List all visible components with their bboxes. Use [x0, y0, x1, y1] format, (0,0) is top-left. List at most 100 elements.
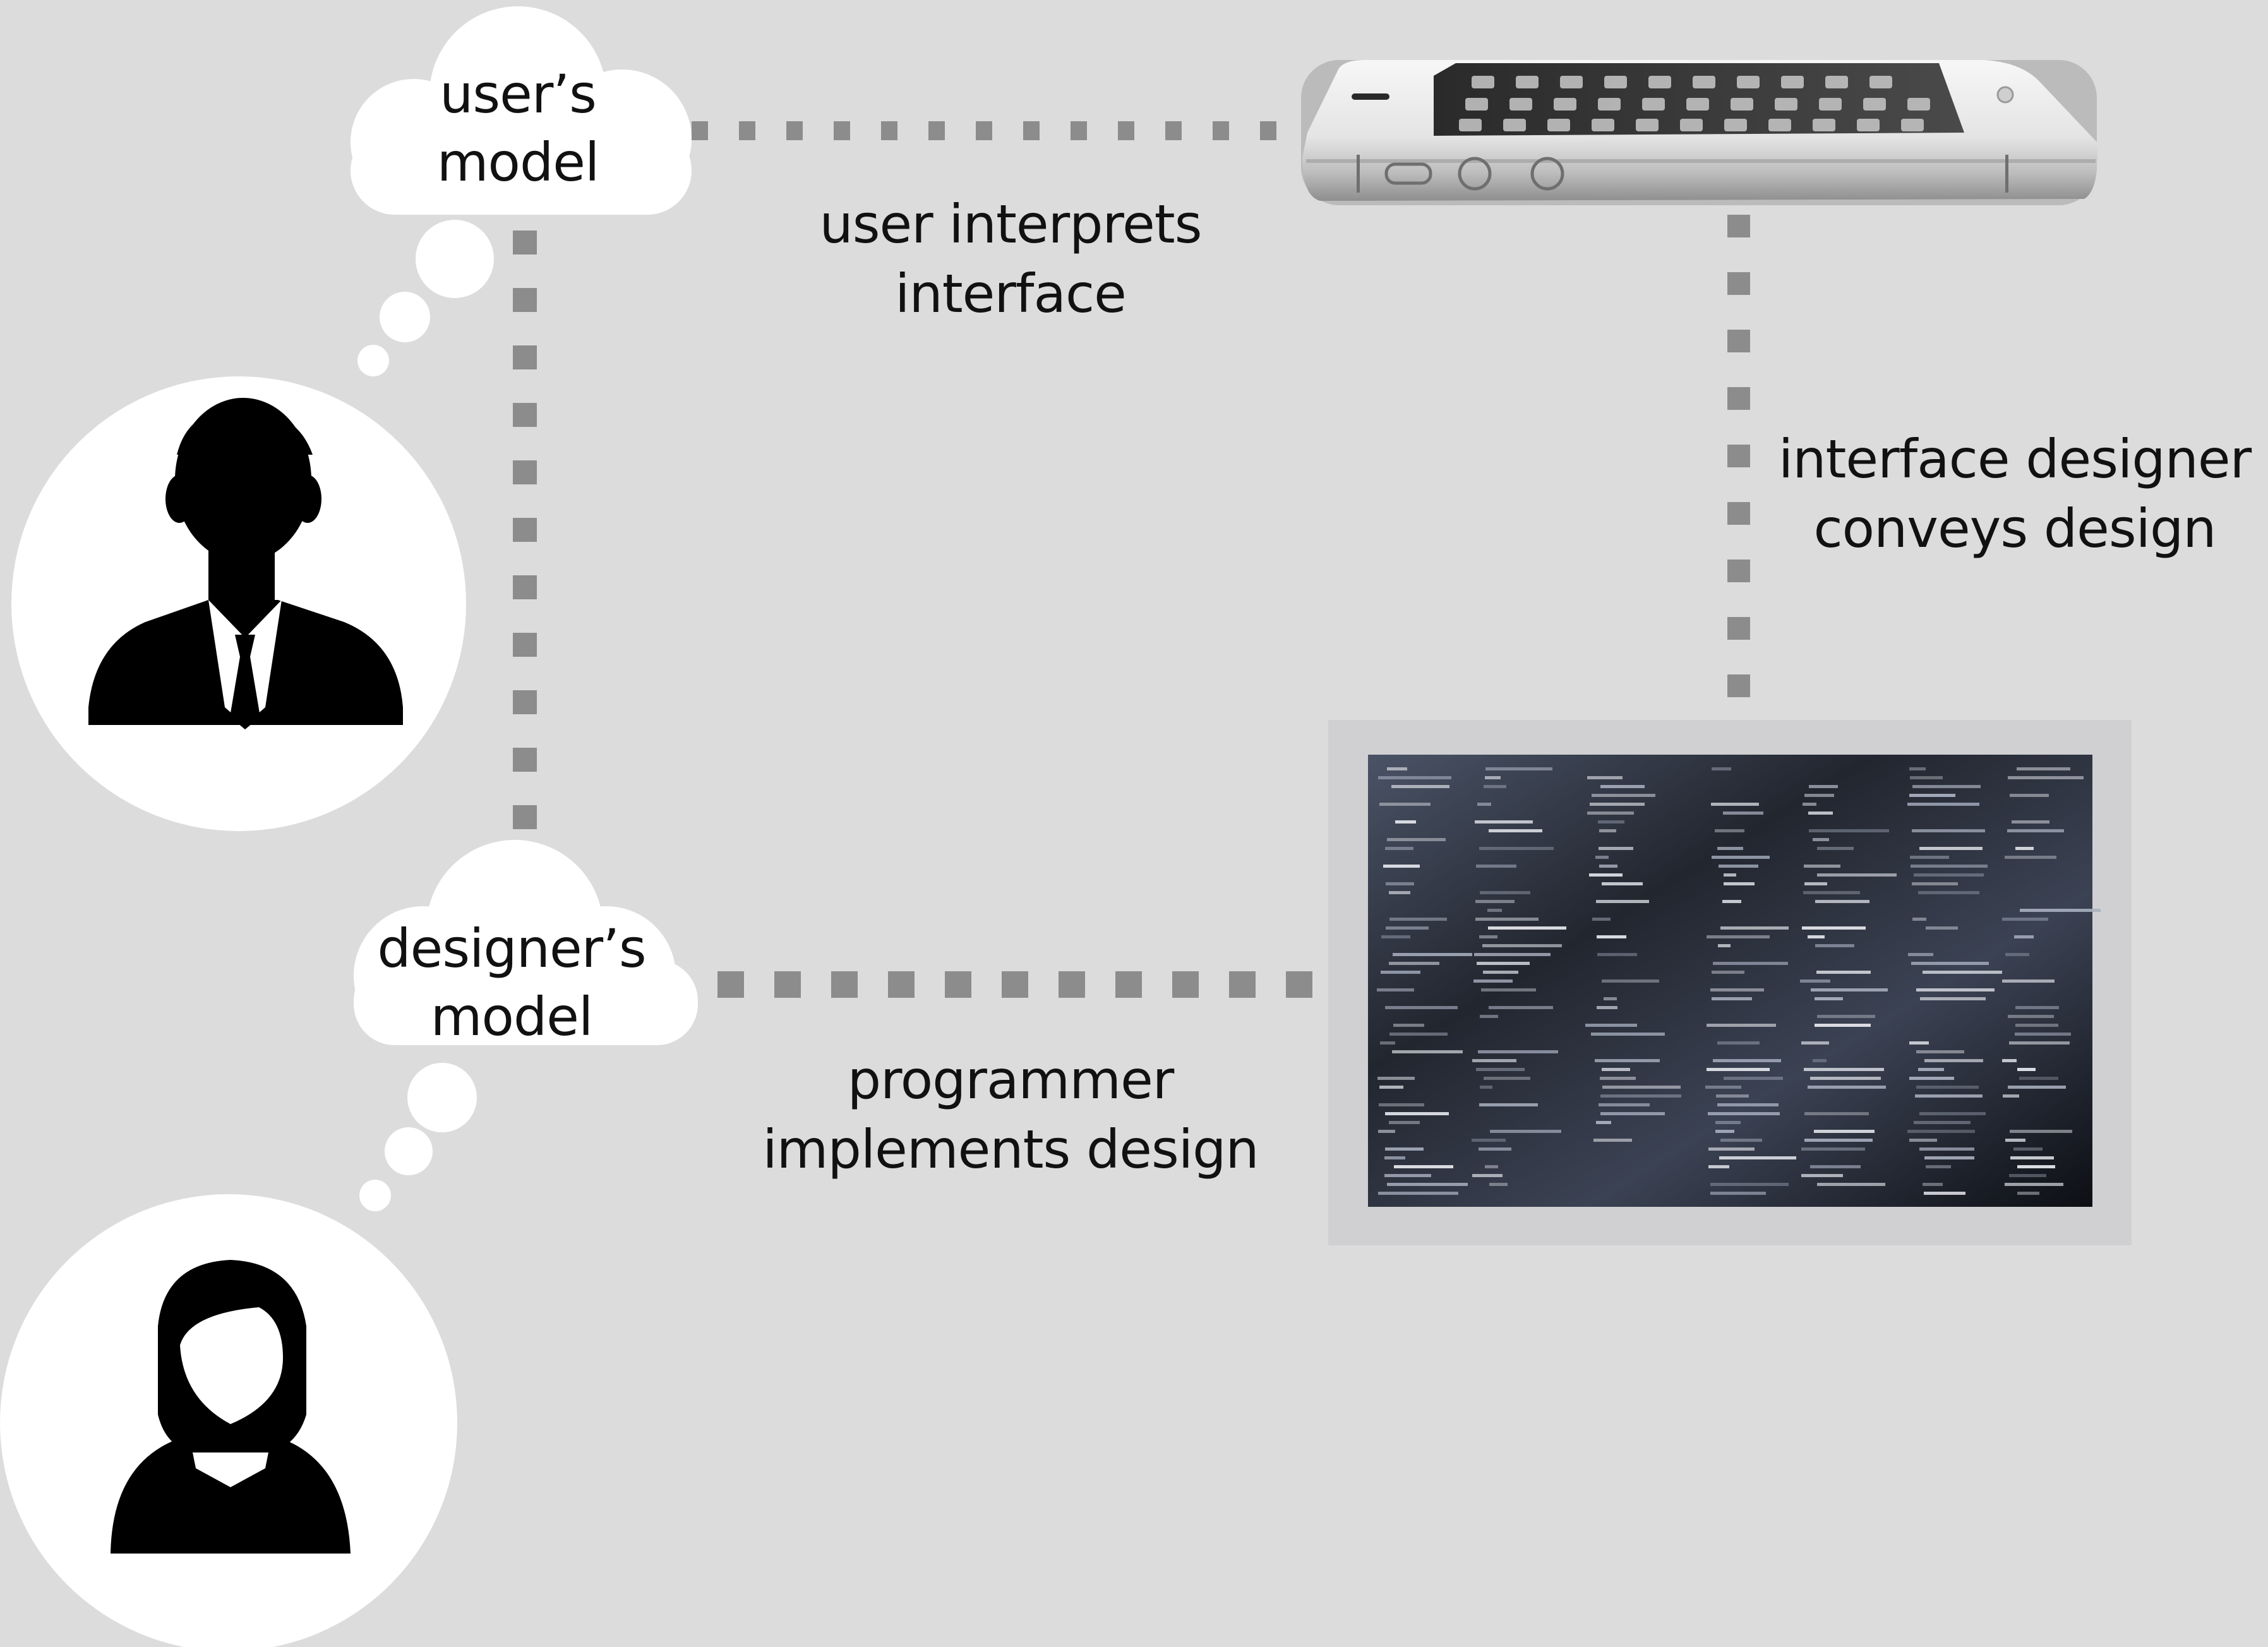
code-line [1916, 988, 1995, 991]
designer-model-label: designer’s model [357, 914, 666, 1051]
code-line [1713, 1059, 1781, 1062]
code-line [1811, 988, 1888, 991]
code-line [1392, 1050, 1463, 1053]
code-line [2017, 1068, 2036, 1071]
code-line [1385, 847, 1413, 850]
code-line [1393, 953, 1472, 956]
code-line [1377, 1077, 1415, 1080]
code-line [2007, 829, 2064, 832]
connector-user-to-phone [644, 121, 1276, 140]
code-line [2010, 1130, 2072, 1133]
code-line [1911, 865, 1988, 868]
code-line [1387, 767, 1407, 770]
code-line [1801, 1174, 1843, 1177]
code-line [1476, 865, 1516, 868]
code-line [1918, 891, 1979, 894]
code-line [1804, 794, 1834, 797]
designer-person [0, 1194, 457, 1647]
code-line [1908, 953, 1933, 956]
code-line [1719, 1156, 1796, 1159]
code-line [1394, 1165, 1453, 1168]
code-line [1909, 767, 1926, 770]
code-line [1383, 865, 1420, 868]
code-line [1489, 829, 1542, 832]
code-line [1593, 1139, 1632, 1142]
code-line [1803, 891, 1860, 894]
code-line [1600, 785, 1645, 788]
code-line [1802, 926, 1866, 930]
code-line [1712, 767, 1731, 770]
code-line [1475, 918, 1539, 921]
code-line [1386, 926, 1429, 930]
code-line [1813, 1059, 1827, 1062]
phone-volume-up [1458, 157, 1492, 191]
code-line [1804, 1112, 1869, 1115]
code-line [1808, 935, 1825, 938]
user-model-label: user’s model [379, 60, 657, 196]
code-line [1387, 1183, 1468, 1186]
code-line [1708, 1165, 1729, 1168]
code-line [1478, 1050, 1558, 1053]
code-line [1592, 918, 1611, 921]
code-line [1918, 1068, 1944, 1071]
code-line [1909, 1139, 1937, 1142]
programmer-implements-line1: programmer [847, 1049, 1175, 1111]
code-line [1600, 1112, 1665, 1115]
code-line [1924, 1192, 1965, 1195]
code-line [1485, 776, 1501, 779]
designer-conveys-line2: conveys design [1813, 498, 2216, 560]
code-line [2005, 953, 2029, 956]
code-lines [1377, 767, 2101, 1195]
code-line [1475, 900, 1515, 903]
code-line [1808, 1086, 1886, 1089]
code-line [1909, 1077, 1954, 1080]
code-line [1378, 776, 1451, 779]
code-line [1911, 962, 1989, 965]
code-line [1910, 856, 1949, 859]
code-line [1479, 935, 1497, 938]
connector-phone-to-code [1727, 215, 1750, 697]
code-line [1712, 971, 1744, 974]
code-line [1379, 803, 1431, 806]
code-line [1916, 1050, 1964, 1053]
code-line [1710, 1192, 1766, 1195]
code-line [1599, 829, 1616, 832]
code-line [1723, 812, 1763, 815]
code-line [1587, 812, 1634, 815]
code-line [1912, 829, 1985, 832]
programmer-implements-line2: implements design [762, 1118, 1259, 1180]
code-line [1909, 1041, 1929, 1045]
code-line [1600, 1077, 1636, 1080]
code-line [1916, 1086, 1979, 1089]
code-line [1926, 1165, 1951, 1168]
code-line [1591, 1033, 1665, 1036]
code-line [1378, 1192, 1458, 1195]
code-line [1907, 1130, 1975, 1133]
connector-designer-to-code [717, 971, 1312, 998]
code-line [1489, 1183, 1508, 1186]
code-line [1720, 1139, 1762, 1142]
code-line [2013, 1147, 2043, 1151]
code-line [1724, 1077, 1783, 1080]
code-line [1907, 803, 1979, 806]
code-line [1801, 1147, 1865, 1151]
code-line [1479, 847, 1554, 850]
code-line [1602, 1086, 1681, 1089]
code-line [1720, 926, 1789, 930]
code-line [1485, 1165, 1498, 1168]
code-line [1924, 1156, 1974, 1159]
code-line [1484, 1077, 1530, 1080]
code-line [1715, 829, 1744, 832]
code-line [2017, 767, 2070, 770]
code-line [1815, 1024, 1871, 1027]
code-line [1378, 1130, 1395, 1133]
code-line [2015, 1024, 2058, 1027]
code-line [1815, 900, 1869, 903]
code-line [1801, 1041, 1829, 1045]
phone-volume-down [1530, 157, 1564, 191]
code-line [1485, 767, 1552, 770]
code-line [1472, 1139, 1506, 1142]
code-line [1384, 1156, 1405, 1159]
code-line [1595, 1059, 1660, 1062]
code-line [1482, 944, 1562, 947]
